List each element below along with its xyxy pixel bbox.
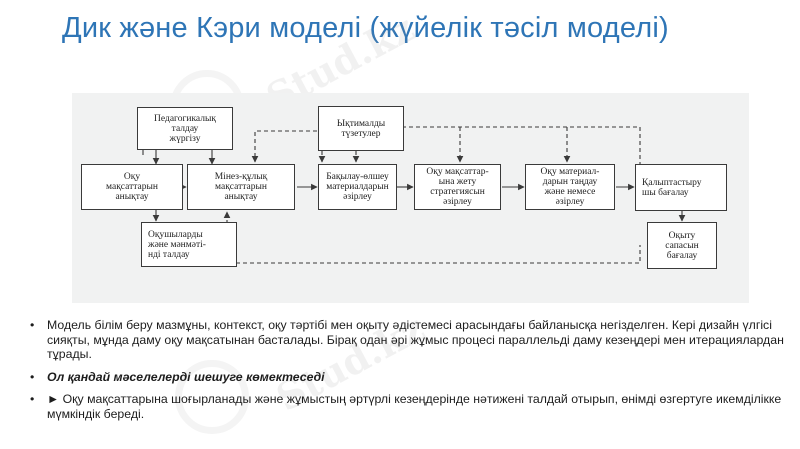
box-strategy-development: Оқу мақсаттар- ына жету стратегиясын әзі… — [414, 164, 501, 210]
bullet-text-1: Модель білім беру мазмұны, контекст, оқу… — [47, 318, 784, 361]
bullet-text-2: Ол қандай мәселелерді шешуге көмектеседі — [47, 369, 325, 384]
bullet-item-1: • Модель білім беру мазмұны, контекст, о… — [30, 318, 790, 362]
slide-title: Дик және Кэри моделі (жүйелік тәсіл моде… — [62, 12, 669, 44]
box-formative-evaluation: Қалыптастыру шы бағалау — [635, 164, 727, 211]
bullet-marker: • — [30, 392, 35, 406]
box-identify-behavior-goals: Мінез-құлық мақсаттарын анықтау — [187, 164, 295, 210]
bullet-marker: • — [30, 369, 35, 384]
box-identify-goals: Оқу мақсаттарын анықтау — [81, 164, 183, 210]
box-materials-selection: Оқу материал- дарын таңдау және немесе ә… — [525, 164, 615, 210]
bullet-item-2: • Ол қандай мәселелерді шешуге көмектесе… — [30, 370, 790, 385]
box-assessment-materials: Бақылау-өлшеу материалдарын әзірлеу — [318, 164, 397, 210]
bullet-marker: • — [30, 318, 35, 332]
box-probable-correction: Ықтималды түзетулер — [318, 106, 404, 151]
bullet-item-3: • ► Оқу мақсаттарына шоғырланады және жұ… — [30, 392, 790, 421]
box-learning-quality: Оқыту сапасын бағалау — [647, 222, 717, 269]
bullet-text-3: ► Оқу мақсаттарына шоғырланады және жұмы… — [47, 392, 782, 421]
dick-carey-diagram: Педагогикалық талдау жүргізу Ықтималды т… — [72, 93, 749, 303]
bullet-list: • Модель білім беру мазмұны, контекст, о… — [30, 318, 790, 429]
box-learner-analysis: Оқушыларды және мәнмәті- нді талдау — [141, 222, 237, 267]
box-pedagogical-analysis: Педагогикалық талдау жүргізу — [137, 107, 233, 150]
